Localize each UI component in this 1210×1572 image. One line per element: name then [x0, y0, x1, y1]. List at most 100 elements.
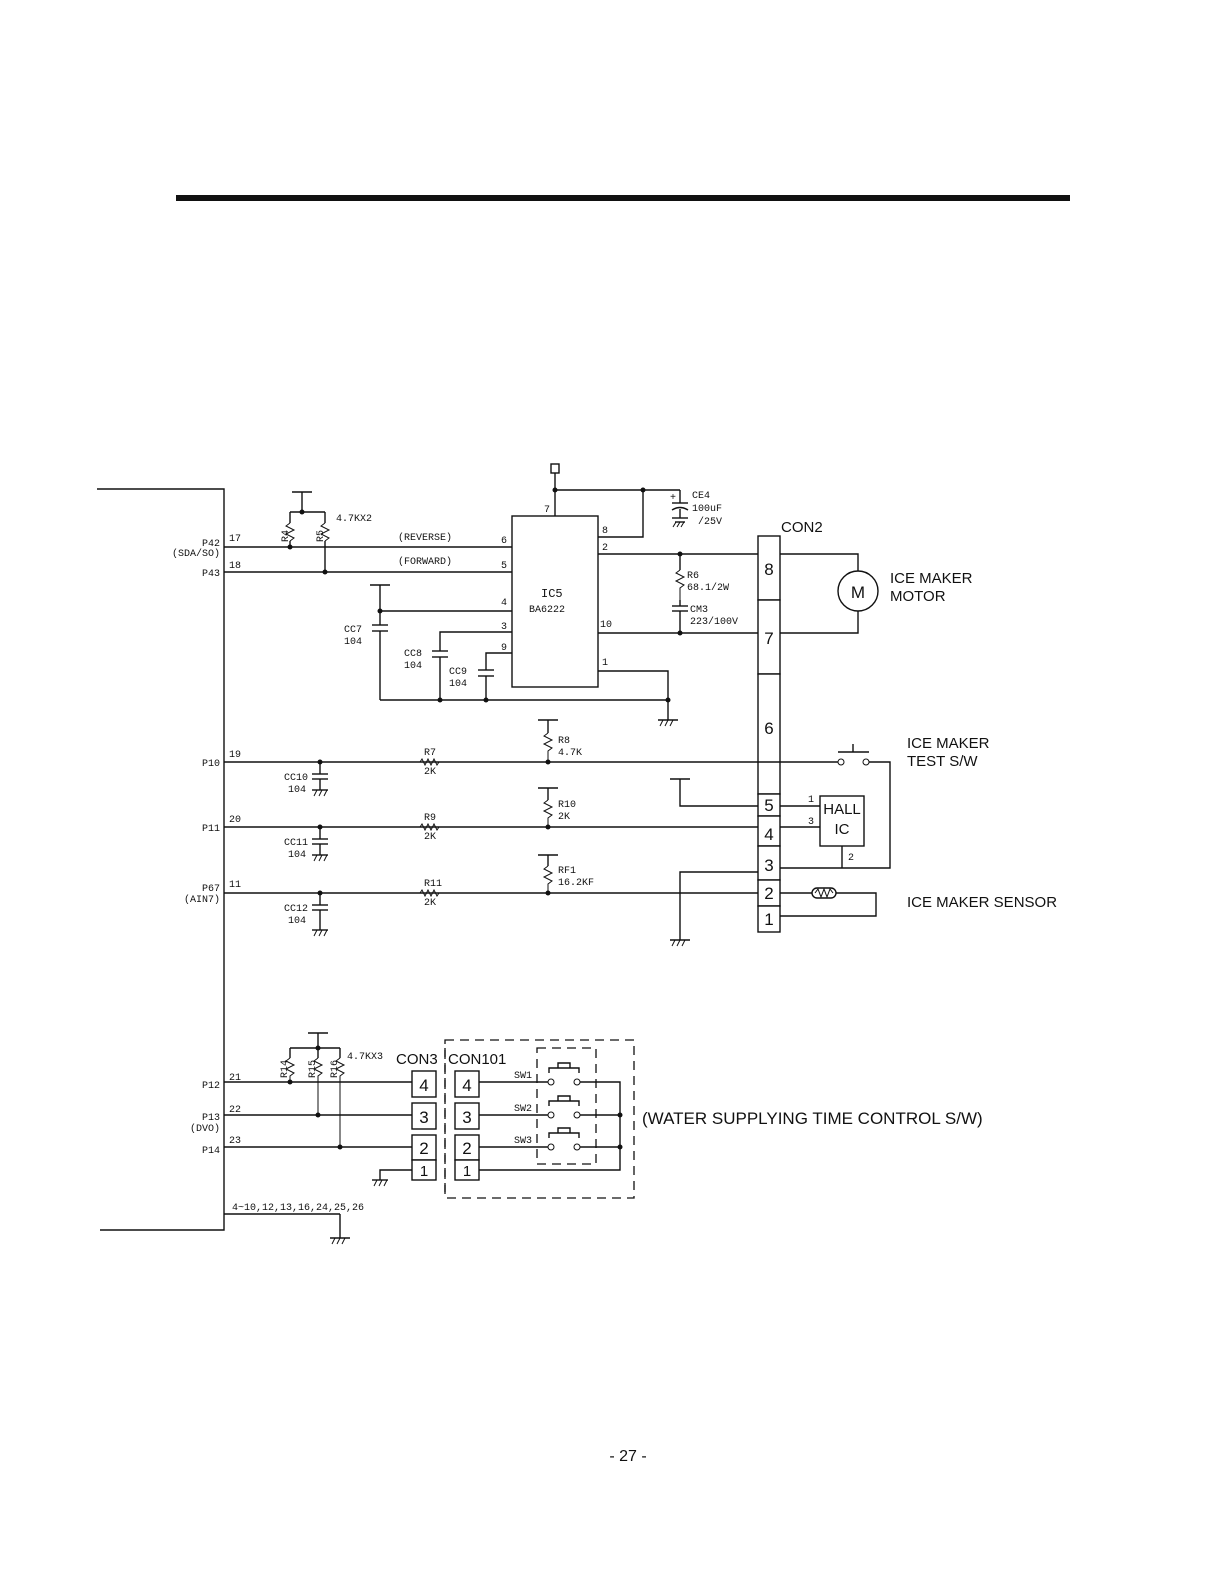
label-ce4: CE4	[692, 491, 710, 502]
svg-text:RF1: RF1	[558, 866, 576, 877]
svg-text:CC7: CC7	[344, 625, 362, 636]
svg-text:R10: R10	[558, 800, 576, 811]
svg-text:104: 104	[288, 785, 306, 796]
ic5-decoupling: CC7 104 CC8 104 CC9 104	[344, 584, 678, 727]
svg-text:104: 104	[449, 679, 467, 690]
svg-text:R16: R16	[330, 1060, 341, 1078]
svg-text:5: 5	[501, 561, 507, 572]
svg-text:R15: R15	[308, 1060, 319, 1078]
pin-label-sda: (SDA/SO)	[172, 548, 220, 560]
svg-text:2: 2	[419, 1139, 428, 1158]
wire-con2-pin3-ground	[679, 871, 758, 940]
value-r4-r5: 4.7KX2	[336, 514, 372, 525]
svg-text:2K: 2K	[424, 832, 436, 843]
svg-text:ICE MAKER SENSOR: ICE MAKER SENSOR	[907, 894, 1057, 911]
pin-label-ain7: (AIN7)	[184, 894, 220, 906]
svg-text:1: 1	[463, 1163, 471, 1180]
ice-maker-test-switch: ICE MAKER TEST S/W	[780, 735, 990, 869]
svg-text:IC: IC	[835, 821, 850, 838]
pin-num-21: 21	[229, 1073, 241, 1084]
svg-text:3: 3	[764, 856, 773, 875]
con3-ground	[379, 1169, 412, 1180]
svg-text:2: 2	[602, 543, 608, 554]
svg-text:7: 7	[764, 629, 773, 648]
svg-text:1: 1	[808, 795, 814, 806]
signal-forward: (FORWARD)	[398, 556, 452, 568]
mcu-outline	[97, 488, 225, 1231]
con3-connector: 4 3 2 1	[411, 1070, 437, 1181]
svg-text:7: 7	[544, 505, 550, 516]
con3-label: CON3	[396, 1051, 438, 1068]
svg-text:104: 104	[288, 850, 306, 861]
svg-text:TEST S/W: TEST S/W	[907, 753, 978, 770]
svg-text:10: 10	[600, 620, 612, 631]
value-r6: 68.1/2W	[687, 582, 729, 594]
svg-text:CC10: CC10	[284, 773, 308, 784]
pin-label-dvo: (DVO)	[190, 1123, 220, 1135]
con2-label: CON2	[781, 519, 823, 536]
svg-text:4.7K: 4.7K	[558, 748, 582, 759]
pin-label-p11: P11	[202, 824, 220, 835]
svg-text:8: 8	[764, 560, 773, 579]
signal-reverse: (REVERSE)	[398, 532, 452, 544]
ice-maker-sensor: ICE MAKER SENSOR	[780, 887, 1057, 917]
svg-text:4: 4	[501, 598, 507, 609]
svg-text:R9: R9	[424, 813, 436, 824]
svg-text:4: 4	[462, 1076, 471, 1095]
svg-text:3: 3	[419, 1108, 428, 1127]
supply-terminal	[550, 463, 560, 474]
svg-text:2: 2	[462, 1139, 471, 1158]
header-rule	[176, 195, 1070, 201]
mcu-pin-numbers: 17 18 19 20 11 21 22 23	[229, 534, 241, 1147]
input-p67: CC12 104 R11 2K RF1 16.2KF	[224, 854, 758, 937]
svg-text:4: 4	[764, 825, 773, 844]
con101-connector: 4 3 2 1	[454, 1070, 480, 1181]
con2-connector: 8 7 6 5 4 3 2 1	[757, 535, 781, 933]
svg-text:16.2KF: 16.2KF	[558, 878, 594, 889]
pin-label-p12: P12	[202, 1081, 220, 1092]
svg-text:1: 1	[602, 658, 608, 669]
svg-text:R14: R14	[280, 1060, 291, 1078]
svg-text:M: M	[851, 583, 865, 602]
capacitor-ce4: + CE4 100uF /25V	[670, 490, 722, 528]
pin-label-p14: P14	[202, 1146, 220, 1157]
pin-num-22: 22	[229, 1105, 241, 1116]
svg-text:4.7KX3: 4.7KX3	[347, 1052, 383, 1063]
mcu-pin-labels: P42 (SDA/SO) P43 P10 P11 P67 (AIN7) P12 …	[172, 539, 220, 1157]
svg-text:SW1: SW1	[514, 1071, 532, 1082]
con101-label: CON101	[448, 1051, 506, 1068]
water-switch-caption: (WATER SUPPLYING TIME CONTROL S/W)	[642, 1109, 983, 1128]
svg-text:2K: 2K	[424, 898, 436, 909]
pullup-r14-r16: R14 R15 R16 4.7KX3	[280, 1032, 383, 1147]
svg-text:SW2: SW2	[514, 1104, 532, 1115]
pin-num-11: 11	[229, 880, 241, 891]
svg-text:5: 5	[764, 796, 773, 815]
svg-text:2: 2	[848, 853, 854, 864]
svg-text:HALL: HALL	[823, 801, 861, 818]
svg-text:1: 1	[420, 1163, 428, 1180]
ice-maker-motor: M ICE MAKER MOTOR	[780, 553, 973, 634]
pin-num-19: 19	[229, 750, 241, 761]
svg-text:2K: 2K	[424, 767, 436, 778]
label-r6: R6	[687, 571, 699, 582]
svg-text:3: 3	[808, 817, 814, 828]
svg-text:8: 8	[602, 526, 608, 537]
svg-text:3: 3	[462, 1108, 471, 1127]
svg-text:6: 6	[501, 536, 507, 547]
label-cm3: CM3	[690, 605, 708, 616]
svg-text:R11: R11	[424, 879, 442, 890]
ic5-pin-numbers: 7 6 5 4 3 9 8 2 10 1	[501, 505, 612, 669]
svg-text:104: 104	[344, 637, 362, 648]
pin-label-p13: P13	[202, 1113, 220, 1124]
ic5-name: IC5	[541, 587, 563, 601]
svg-text:CC12: CC12	[284, 904, 308, 915]
ic5-part: BA6222	[529, 605, 565, 616]
resistor-r6	[674, 569, 686, 600]
value-ce4-voltage: /25V	[698, 516, 722, 528]
ic5-body	[511, 515, 599, 688]
svg-text:1: 1	[764, 910, 773, 929]
input-p10: CC10 104 R7 2K R8 4.7K	[224, 719, 838, 797]
svg-text:CC11: CC11	[284, 838, 308, 849]
